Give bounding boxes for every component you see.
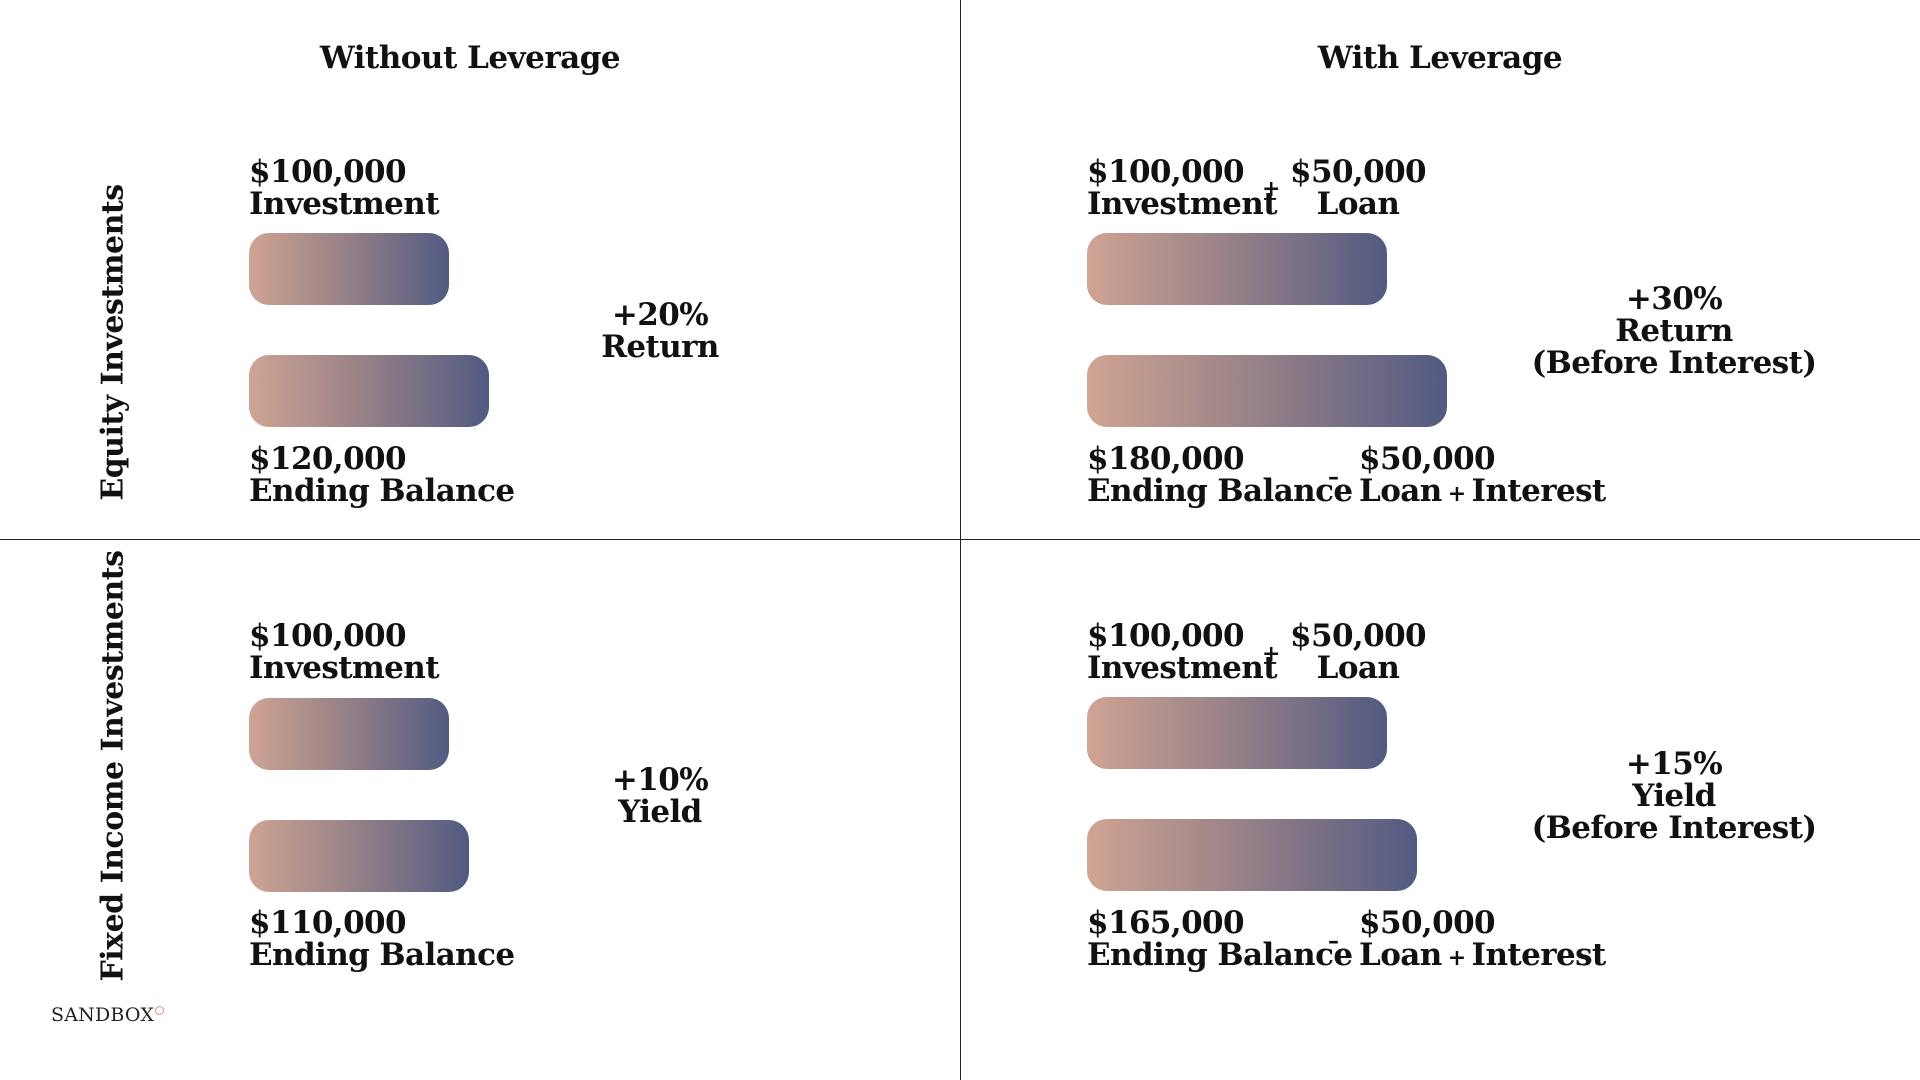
equity-without-investment-label: $100,000 Investment	[249, 154, 440, 222]
repay-amount: $50,000	[1359, 441, 1496, 477]
plus-sign: +	[1262, 176, 1281, 202]
result-value: +20%	[611, 297, 709, 333]
loan-amount: $50,000	[1290, 618, 1427, 654]
result-value: +30%	[1625, 281, 1723, 317]
result-note: (Before Interest)	[1531, 345, 1817, 381]
repay-caption-interest: Interest	[1471, 473, 1607, 509]
column-title-with-leverage: With Leverage	[1317, 40, 1563, 76]
result-note: (Before Interest)	[1531, 810, 1817, 846]
ending-amount: $110,000	[249, 905, 407, 941]
plus-sign: +	[1262, 641, 1281, 667]
fixed-with-loan-label: $50,000 Loan	[1290, 618, 1427, 686]
equity-with-repay-label: $50,000 Loan+Interest	[1359, 443, 1606, 510]
equity-with-loan-label: $50,000 Loan	[1290, 154, 1427, 222]
ending-caption: Ending Balance	[249, 473, 515, 509]
fixed-with-repay-label: $50,000 Loan+Interest	[1359, 907, 1606, 974]
repay-amount: $50,000	[1359, 905, 1496, 941]
logo-text: SANDBOX	[51, 1004, 155, 1026]
repay-caption-loan: Loan	[1359, 937, 1442, 973]
investment-caption: Investment	[249, 186, 440, 222]
sandbox-logo: SANDBOX	[51, 1004, 165, 1026]
ending-caption: Ending Balance	[249, 937, 515, 973]
row-title-fixed-income: Fixed Income Investments	[95, 550, 131, 982]
repay-plus-sign: +	[1447, 945, 1466, 971]
loan-caption: Loan	[1316, 650, 1400, 686]
row-title-equity: Equity Investments	[95, 184, 131, 501]
ending-amount: $180,000	[1087, 441, 1245, 477]
vertical-divider	[960, 0, 961, 1080]
investment-amount: $100,000	[249, 154, 407, 190]
fixed-without-ending-bar	[249, 820, 469, 892]
result-value: +10%	[611, 762, 709, 798]
ending-amount: $165,000	[1087, 905, 1245, 941]
fixed-with-result: +15% Yield (Before Interest)	[1530, 748, 1818, 844]
result-label: Yield	[618, 794, 702, 830]
equity-with-ending-label: $180,000 Ending Balance	[1087, 443, 1353, 507]
result-value: +15%	[1625, 746, 1723, 782]
ending-amount: $120,000	[249, 441, 407, 477]
equity-without-ending-label: $120,000 Ending Balance	[249, 443, 515, 507]
equity-with-investment-label: $100,000 Investment	[1087, 154, 1278, 222]
investment-amount: $100,000	[1087, 618, 1245, 654]
fixed-with-ending-bar	[1087, 819, 1417, 891]
logo-ring-icon	[155, 1006, 165, 1015]
loan-caption: Loan	[1316, 186, 1400, 222]
investment-amount: $100,000	[249, 618, 407, 654]
equity-with-investment-bar	[1087, 233, 1387, 305]
fixed-with-investment-bar	[1087, 697, 1387, 769]
minus-sign: –	[1328, 464, 1339, 490]
column-title-without-leverage: Without Leverage	[319, 40, 621, 76]
minus-sign: –	[1328, 928, 1339, 954]
fixed-without-investment-label: $100,000 Investment	[249, 618, 440, 686]
fixed-with-investment-label: $100,000 Investment	[1087, 618, 1278, 686]
repay-caption: Loan+Interest	[1359, 939, 1606, 974]
repay-plus-sign: +	[1447, 481, 1466, 507]
equity-without-investment-bar	[249, 233, 449, 305]
equity-with-ending-bar	[1087, 355, 1447, 427]
result-label: Return	[601, 329, 719, 365]
investment-caption: Investment	[1087, 650, 1278, 686]
repay-caption: Loan+Interest	[1359, 475, 1606, 510]
equity-without-ending-bar	[249, 355, 489, 427]
investment-amount: $100,000	[1087, 154, 1245, 190]
fixed-with-ending-label: $165,000 Ending Balance	[1087, 907, 1353, 971]
result-label: Return	[1615, 313, 1733, 349]
ending-caption: Ending Balance	[1087, 937, 1353, 973]
investment-caption: Investment	[1087, 186, 1278, 222]
repay-caption-interest: Interest	[1471, 937, 1607, 973]
ending-caption: Ending Balance	[1087, 473, 1353, 509]
result-label: Yield	[1632, 778, 1716, 814]
repay-caption-loan: Loan	[1359, 473, 1442, 509]
investment-caption: Investment	[249, 650, 440, 686]
equity-without-result: +20% Return	[560, 299, 760, 363]
fixed-without-investment-bar	[249, 698, 449, 770]
fixed-without-result: +10% Yield	[560, 764, 760, 828]
fixed-without-ending-label: $110,000 Ending Balance	[249, 907, 515, 971]
loan-amount: $50,000	[1290, 154, 1427, 190]
equity-with-result: +30% Return (Before Interest)	[1530, 283, 1818, 379]
horizontal-divider	[0, 539, 1920, 540]
